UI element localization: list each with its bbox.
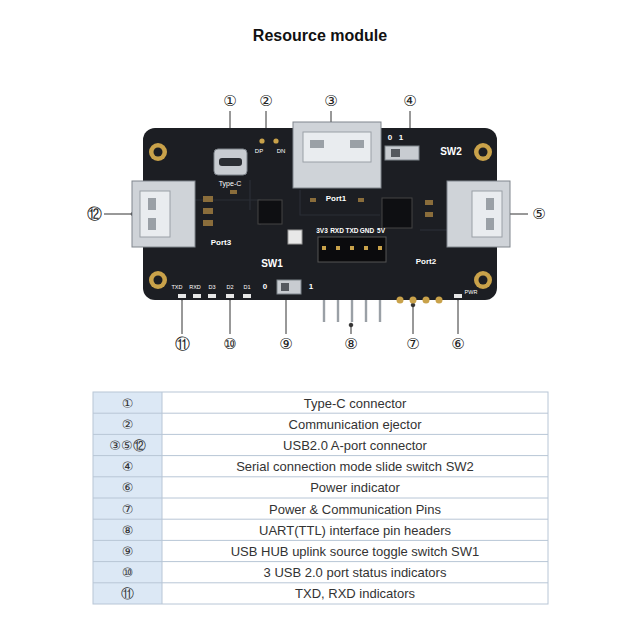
switch-position: 0 xyxy=(263,283,267,291)
pin-name: RXD xyxy=(330,228,344,235)
title: Resource module xyxy=(253,28,387,44)
table-cell: USB HUB uplink source toggle switch SW1 xyxy=(231,545,480,558)
table-cell: ⑦ xyxy=(122,502,134,515)
table-cell: Power & Communication Pins xyxy=(269,502,441,515)
silkscreen-label: Type-C xyxy=(219,180,242,187)
silkscreen-label: DP xyxy=(255,148,263,154)
table-cell: ③⑤⑫ xyxy=(109,439,145,452)
silkscreen-label: SW2 xyxy=(440,147,462,157)
silkscreen-label: DN xyxy=(277,148,286,154)
callout-number: ⑫ xyxy=(87,207,102,222)
silkscreen-label: SW1 xyxy=(261,259,283,269)
table-cell: ⑪ xyxy=(121,587,134,600)
table-cell: ⑨ xyxy=(122,545,134,558)
callout-number: ① xyxy=(223,94,236,109)
callout-number: ⑦ xyxy=(406,337,419,352)
callout-number: ② xyxy=(259,94,272,109)
led-label: D1 xyxy=(243,285,250,291)
table-cell: ⑩ xyxy=(122,566,134,579)
callout-number: ④ xyxy=(403,94,416,109)
pin-name: 3V3 xyxy=(316,228,328,235)
led-label: TXD xyxy=(172,285,183,291)
table-cell: USB2.0 A-port connector xyxy=(283,439,427,452)
callout-number: ③ xyxy=(324,94,337,109)
table-cell: ② xyxy=(122,417,134,430)
table-cell: Power indicator xyxy=(310,481,400,494)
callout-number: ⑥ xyxy=(451,337,464,352)
table-cell: Communication ejector xyxy=(289,417,422,430)
callout-number: ⑪ xyxy=(175,337,190,352)
callout-number: ⑨ xyxy=(279,337,292,352)
led-label: D3 xyxy=(208,285,215,291)
table-cell: ① xyxy=(122,396,134,409)
led-label: PWR xyxy=(465,290,478,296)
table-cell: ⑥ xyxy=(122,481,134,494)
table-cell: Serial connection mode slide switch SW2 xyxy=(236,460,474,473)
led-label: D2 xyxy=(226,285,233,291)
table-grid xyxy=(93,392,548,604)
table-cell: ⑧ xyxy=(122,523,134,536)
table-cell: TXD, RXD indicators xyxy=(295,587,415,600)
silkscreen-label: Port3 xyxy=(211,239,231,247)
pin-name: TXD xyxy=(346,228,359,235)
silkscreen-label: Port2 xyxy=(416,258,436,266)
table-cell: 3 USB 2.0 port status indicators xyxy=(264,566,447,579)
switch-position: 1 xyxy=(399,134,403,142)
led-label: RXD xyxy=(189,285,201,291)
callout-number: ⑤ xyxy=(532,207,545,222)
callout-number: ⑧ xyxy=(344,337,357,352)
pin-name: 5V xyxy=(377,228,385,235)
table-cell: UART(TTL) interface pin headers xyxy=(259,523,451,536)
callout-number: ⑩ xyxy=(223,337,236,352)
table-cell: ④ xyxy=(122,460,134,473)
silkscreen-label: Port1 xyxy=(326,195,346,203)
switch-position: 0 xyxy=(388,134,392,142)
table-cell: Type-C connector xyxy=(304,396,407,409)
pin-name: GND xyxy=(360,228,374,235)
switch-position: 1 xyxy=(309,283,313,291)
